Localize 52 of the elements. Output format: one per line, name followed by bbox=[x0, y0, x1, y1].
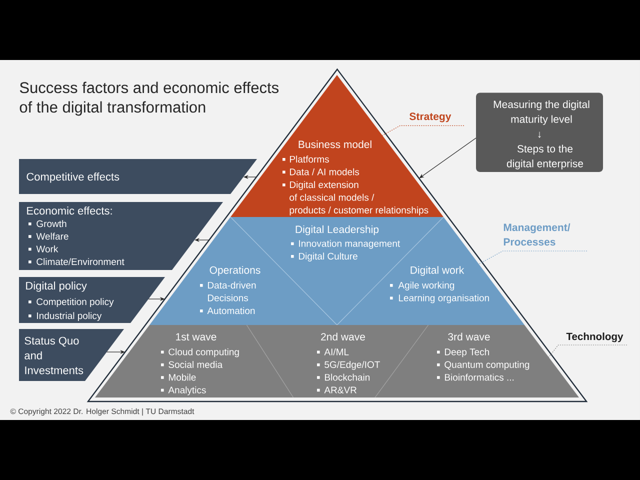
layer-label: Strategy bbox=[410, 112, 452, 122]
banner-heading: Status Quo and Investments bbox=[24, 336, 84, 374]
box-text: Measuring the digital maturity level bbox=[494, 100, 590, 125]
layer-label: Management/ Processes bbox=[504, 223, 570, 246]
bullet-item: Data-driven Decisions bbox=[208, 282, 256, 302]
bullet-item: Bioinformatics ... bbox=[445, 374, 514, 381]
arrow bbox=[419, 138, 476, 178]
bullet-item: Cloud computing bbox=[168, 348, 239, 358]
section-heading: Digital work bbox=[410, 266, 464, 276]
bullet-item: Digital Culture bbox=[299, 252, 358, 262]
bullet-item: Work bbox=[36, 245, 58, 252]
info-banner bbox=[19, 277, 165, 323]
layer-label: Technology bbox=[566, 332, 624, 342]
banner-heading: Economic effects: bbox=[27, 206, 112, 215]
bullet-item: Social media bbox=[168, 361, 223, 368]
bullet-item: Deep Tech bbox=[445, 348, 489, 358]
info-box bbox=[476, 92, 603, 172]
banner-heading: Competitive effects bbox=[26, 172, 120, 183]
bullet-item: Learning organisation bbox=[399, 294, 489, 304]
bullet-item: Welfare bbox=[36, 232, 68, 240]
bullet-item: Quantum computing bbox=[444, 361, 530, 370]
banner-heading: Digital policy bbox=[26, 282, 87, 292]
bullet-item: Data / AI models bbox=[290, 168, 360, 176]
bullet-item: Growth bbox=[36, 220, 66, 228]
bullet-item: Blockchain bbox=[325, 374, 370, 381]
info-banner bbox=[19, 329, 124, 381]
bullet-item: AR&VR bbox=[324, 386, 356, 394]
leader-line bbox=[478, 250, 588, 264]
bullet-item: Innovation management bbox=[299, 240, 400, 249]
section-heading: 3rd wave bbox=[448, 332, 490, 341]
section-heading: Digital Leadership bbox=[296, 225, 379, 236]
bullet-item: Competition policy bbox=[36, 298, 114, 307]
bullet-item: Platforms bbox=[290, 156, 329, 163]
section-heading: 2nd wave bbox=[321, 332, 365, 341]
bullet-item: Automation bbox=[207, 307, 255, 314]
box-text: Steps to the digital enterprise bbox=[506, 144, 584, 170]
bullet-item: Agile working bbox=[398, 282, 454, 290]
bullet-item: Mobile bbox=[168, 374, 196, 381]
slide-title: Success factors and economic effects of the digital transformation bbox=[20, 82, 279, 116]
bullet-item: Digital extension of classical models / products / customer relationships bbox=[290, 181, 428, 216]
bullet-item: Analytics bbox=[168, 386, 206, 396]
bullet-item: Industrial policy bbox=[37, 312, 102, 321]
info-banner bbox=[19, 159, 257, 194]
leader-line bbox=[382, 125, 464, 136]
bullet-item: 5G/Edge/IOT bbox=[324, 361, 380, 370]
leader-line bbox=[548, 344, 628, 358]
bullet-item: Climate/Environment bbox=[36, 258, 124, 266]
bullet-item: AI/ML bbox=[324, 348, 349, 356]
section-heading: 1st wave bbox=[176, 333, 216, 341]
section-heading: Business model bbox=[298, 140, 372, 148]
arrow-symbol: ↓ bbox=[538, 132, 541, 138]
section-heading: Operations bbox=[210, 266, 260, 276]
